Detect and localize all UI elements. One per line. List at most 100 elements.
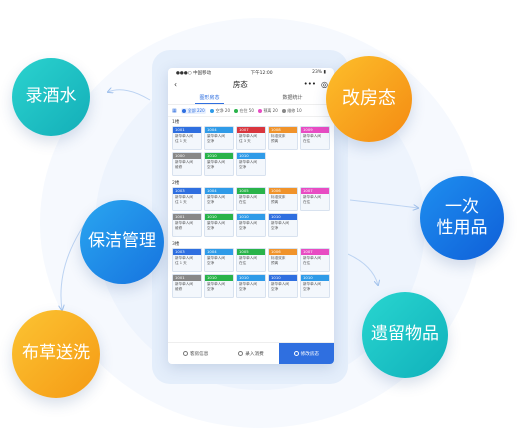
feature-lost-items-bubble[interactable]: 遗留物品 [362, 292, 448, 378]
room-details: 豪华单人间空净 [207, 282, 225, 291]
status-dot [257, 108, 262, 113]
feature-disposable-bubble[interactable]: 一次 性用品 [420, 176, 504, 260]
room-number: 1007 [237, 127, 265, 133]
room-details: 标准双床预离 [271, 256, 286, 265]
room-details: 新华单人间维修 [175, 221, 193, 230]
room-details: 新华单人间空净 [239, 160, 257, 169]
feature-disposable-label-1: 一次 [445, 196, 479, 217]
feature-disposable-label-2: 性用品 [436, 218, 488, 238]
room-number: 1009 [301, 127, 329, 133]
room-details: 新华单人间维修 [175, 282, 193, 291]
nav-bar: ‹ 房态 ••• ◎ [168, 77, 334, 91]
phone-screen: ●●●○ 中国移动 下午12:00 23% ▮ ‹ 房态 ••• ◎ 图形房态数… [168, 68, 334, 364]
room-details: 新华单人间在住 [303, 256, 321, 265]
feature-linen-bubble[interactable]: 布草送洗 [12, 310, 100, 398]
room-details: 豪华单人间空净 [207, 134, 225, 143]
room-number: 1001 [173, 214, 201, 220]
room-details: 新华单人间维修 [175, 160, 193, 169]
room-details: 豪华单人间空净 [207, 221, 225, 230]
room-number: 1006 [269, 188, 297, 194]
room-number: 1010 [205, 153, 233, 159]
room-number: 1005 [237, 249, 265, 255]
filter-label: 维修 10 [287, 107, 302, 113]
room-number: 1003 [173, 249, 201, 255]
room-details: 新华单人间在住 [239, 195, 257, 204]
grid-icon: ▦ [172, 107, 177, 114]
room-details: 豪华单人间空净 [207, 160, 225, 169]
clock-label: 下午12:00 [250, 70, 273, 76]
room-number: 1004 [205, 127, 233, 133]
target-icon[interactable]: ◎ [321, 79, 328, 89]
room-number: 1003 [173, 188, 201, 194]
room-details: 豪华单人间空净 [207, 256, 225, 265]
tab-statistics[interactable]: 数据统计 [282, 95, 303, 101]
feature-lost-items-label: 遗留物品 [371, 324, 439, 345]
feature-wine-bubble[interactable]: 录酒水 [12, 58, 90, 136]
tab-graphic-status[interactable]: 图形房态 [168, 91, 251, 104]
room-details: 新华单人间住 1 天 [175, 195, 193, 204]
room-details: 标准双床预离 [271, 195, 286, 204]
filter-chip-2[interactable]: 在住 50 [234, 108, 254, 114]
filter-chip-4[interactable]: 维修 10 [281, 107, 302, 114]
room-number: 1006 [269, 249, 297, 255]
room-number: 1008 [269, 127, 297, 133]
filter-label: 空净 20 [215, 107, 231, 113]
floor-label: 3楼 [172, 241, 180, 247]
feature-change-room-bubble[interactable]: 改房态 [326, 56, 412, 142]
guest-info-button[interactable]: 客房信息 [168, 343, 223, 364]
feature-cleaning-bubble[interactable]: 保洁管理 [80, 200, 164, 284]
plus-icon [238, 351, 244, 356]
change-status-button[interactable]: 修改房态 [278, 343, 334, 364]
room-number: 1005 [237, 188, 265, 194]
room-number: 1010 [269, 275, 297, 281]
status-dot [281, 108, 286, 113]
chevron-left-icon[interactable]: ‹ [174, 79, 177, 89]
filter-chip-3[interactable]: 预离 20 [257, 107, 278, 114]
room-number: 1010 [237, 214, 265, 220]
room-number: 1007 [301, 249, 329, 255]
filter-chip-0[interactable]: 全部 220 [180, 107, 207, 114]
room-details: 新华单人间空净 [239, 282, 257, 291]
more-icon[interactable]: ••• [303, 80, 317, 88]
edit-icon [293, 351, 299, 356]
room-number: 1004 [205, 249, 233, 255]
filter-label: 预离 20 [263, 107, 278, 113]
room-number: 1004 [205, 188, 233, 194]
filter-chip-1[interactable]: 空净 20 [210, 108, 230, 114]
floor-label: 2楼 [172, 180, 180, 186]
room-details: 标准双床预离 [271, 134, 286, 143]
add-consume-button[interactable]: 录入消费 [223, 343, 278, 364]
room-number: 1010 [269, 214, 297, 220]
